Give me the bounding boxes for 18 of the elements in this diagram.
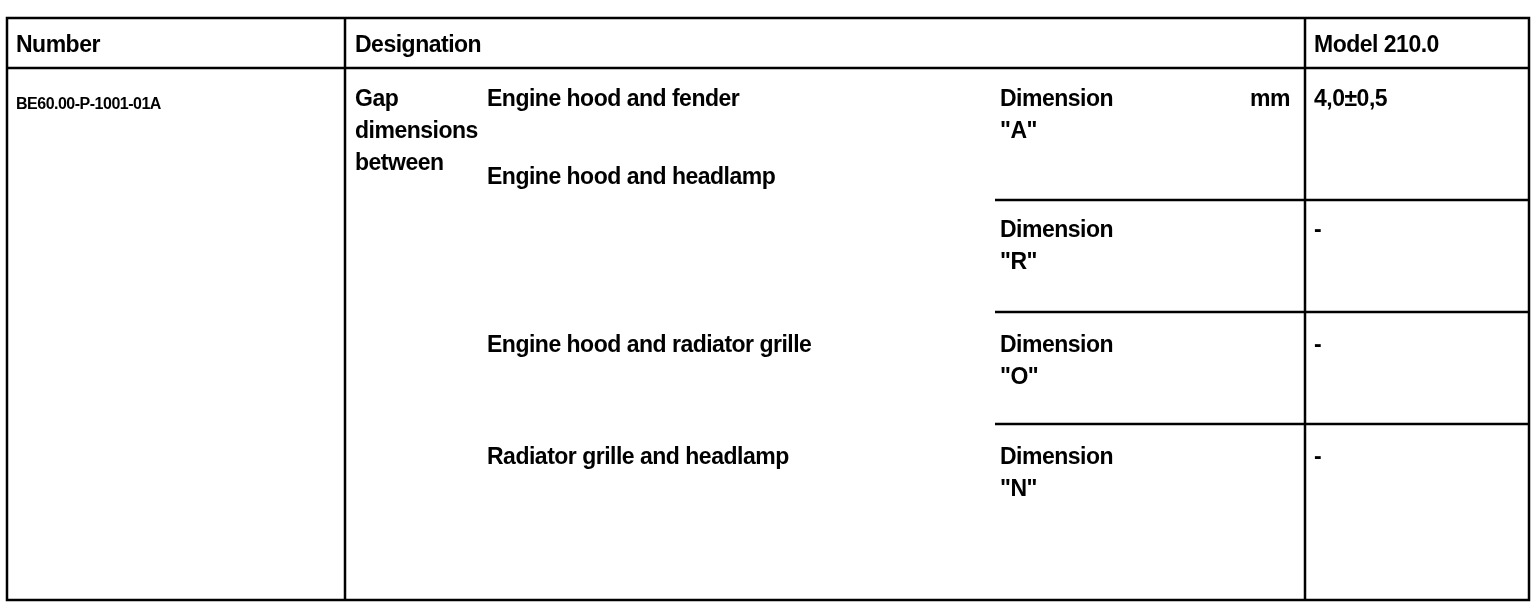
gap-description: Engine hood and fender	[487, 84, 740, 113]
dimension-label: Dimension "O"	[1000, 330, 1115, 391]
column-header: Designation	[355, 30, 482, 59]
column-header: Number	[16, 30, 100, 59]
document-number: BE60.00-P-1001-01A	[16, 94, 161, 114]
gap-description: Radiator grille and headlamp	[487, 442, 789, 471]
tolerance-value: 4,0±0,5	[1314, 84, 1388, 113]
column-header: Model 210.0	[1314, 30, 1439, 59]
gap-description: Engine hood and radiator grille	[487, 330, 812, 359]
dimension-label: Dimension "N"	[1000, 442, 1115, 503]
empty-value-dash: -	[1314, 442, 1322, 471]
unit-label: mm	[1250, 84, 1290, 113]
row-header: Gap dimensions between	[355, 84, 479, 177]
empty-value-dash: -	[1314, 215, 1322, 244]
empty-value-dash: -	[1314, 330, 1322, 359]
gap-description: Engine hood and headlamp	[487, 162, 776, 191]
dimension-label: Dimension "R"	[1000, 215, 1115, 276]
dimension-label: Dimension "A"	[1000, 84, 1115, 145]
